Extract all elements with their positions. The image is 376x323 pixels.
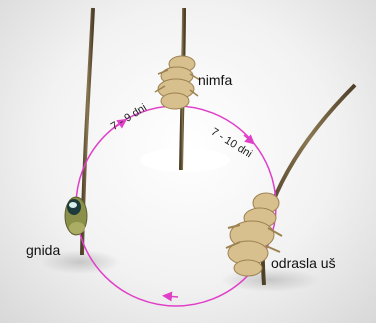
center-cloud bbox=[140, 148, 230, 172]
nit-label: gnida bbox=[26, 242, 60, 258]
nymph-label: nimfa bbox=[198, 72, 232, 88]
nit-egg bbox=[65, 197, 87, 235]
nymph-louse bbox=[155, 56, 200, 109]
arrow-adult-to-nit bbox=[166, 296, 178, 297]
adult-label: odrasla uš bbox=[271, 255, 336, 271]
